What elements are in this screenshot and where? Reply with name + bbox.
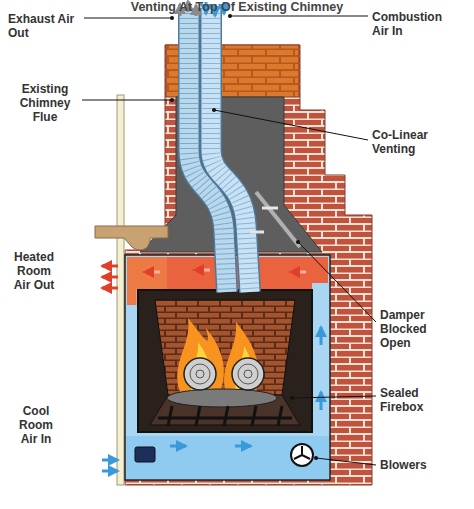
intake-pipe [211, 8, 250, 292]
leader-dot [170, 98, 174, 102]
log-ring [196, 370, 204, 378]
heated-air-arrow [102, 276, 118, 279]
log-ring [190, 364, 210, 384]
cool-air-arrow [102, 459, 118, 462]
cool-air-arrow [320, 327, 323, 345]
firebox-back-wall [155, 300, 295, 395]
callout-label: Heated Room Air Out [8, 250, 60, 292]
leader-line [82, 100, 172, 101]
blower-fan [294, 446, 310, 459]
leader-line [214, 110, 368, 140]
callout-label: Sealed Firebox [380, 386, 435, 414]
log-ring [238, 364, 258, 384]
damper-rod [256, 192, 300, 247]
log-ring [244, 370, 252, 378]
cool-air-arrow [320, 392, 323, 410]
blower [291, 444, 313, 466]
flow-arrows [102, 1, 321, 471]
log [167, 389, 277, 407]
leader-lines [82, 16, 376, 465]
blower-motor [135, 447, 155, 462]
log-end [184, 358, 216, 390]
cool-air-arrow [235, 445, 251, 448]
sealed-firebox [138, 290, 312, 432]
leader-dot [296, 240, 300, 244]
leader-dot [314, 456, 318, 460]
heated-air-arrow [194, 269, 210, 272]
callout-label: Exhaust Air Out [8, 12, 88, 40]
cool-air-channel [126, 436, 329, 479]
leader-line [316, 458, 376, 465]
leader-dot [228, 14, 232, 18]
side-wall [117, 95, 124, 485]
leader-line [292, 396, 376, 398]
cool-air-arrow [102, 470, 118, 473]
leader-dot [170, 16, 174, 20]
callout-label: Existing Chimney Flue [10, 82, 80, 124]
vent-pipe-outline [211, 8, 250, 292]
callout-label: Co-Linear Venting [372, 128, 442, 156]
leader-dot [290, 396, 294, 400]
leader-line [230, 16, 368, 17]
leader-line [298, 242, 376, 322]
damper-plate [250, 208, 278, 232]
heated-air-arrow [102, 287, 118, 290]
heated-air-arrow [290, 271, 306, 274]
callout-label: Blowers [380, 458, 450, 472]
callout-label: Combustion Air In [372, 10, 452, 38]
cool-air-arrow [170, 445, 186, 448]
leader-dot [212, 108, 216, 112]
log-end [232, 358, 264, 390]
mantel [95, 226, 168, 250]
heated-air-arrow [144, 271, 160, 274]
callout-label: Cool Room Air In [10, 404, 62, 446]
callout-label: Damper Blocked Open [380, 308, 442, 350]
flame [177, 318, 224, 392]
heated-air-arrow [102, 265, 118, 268]
grate [158, 406, 292, 426]
pipe-corrugation [211, 8, 250, 292]
leader-line [84, 18, 172, 19]
leader-dots [170, 14, 318, 460]
